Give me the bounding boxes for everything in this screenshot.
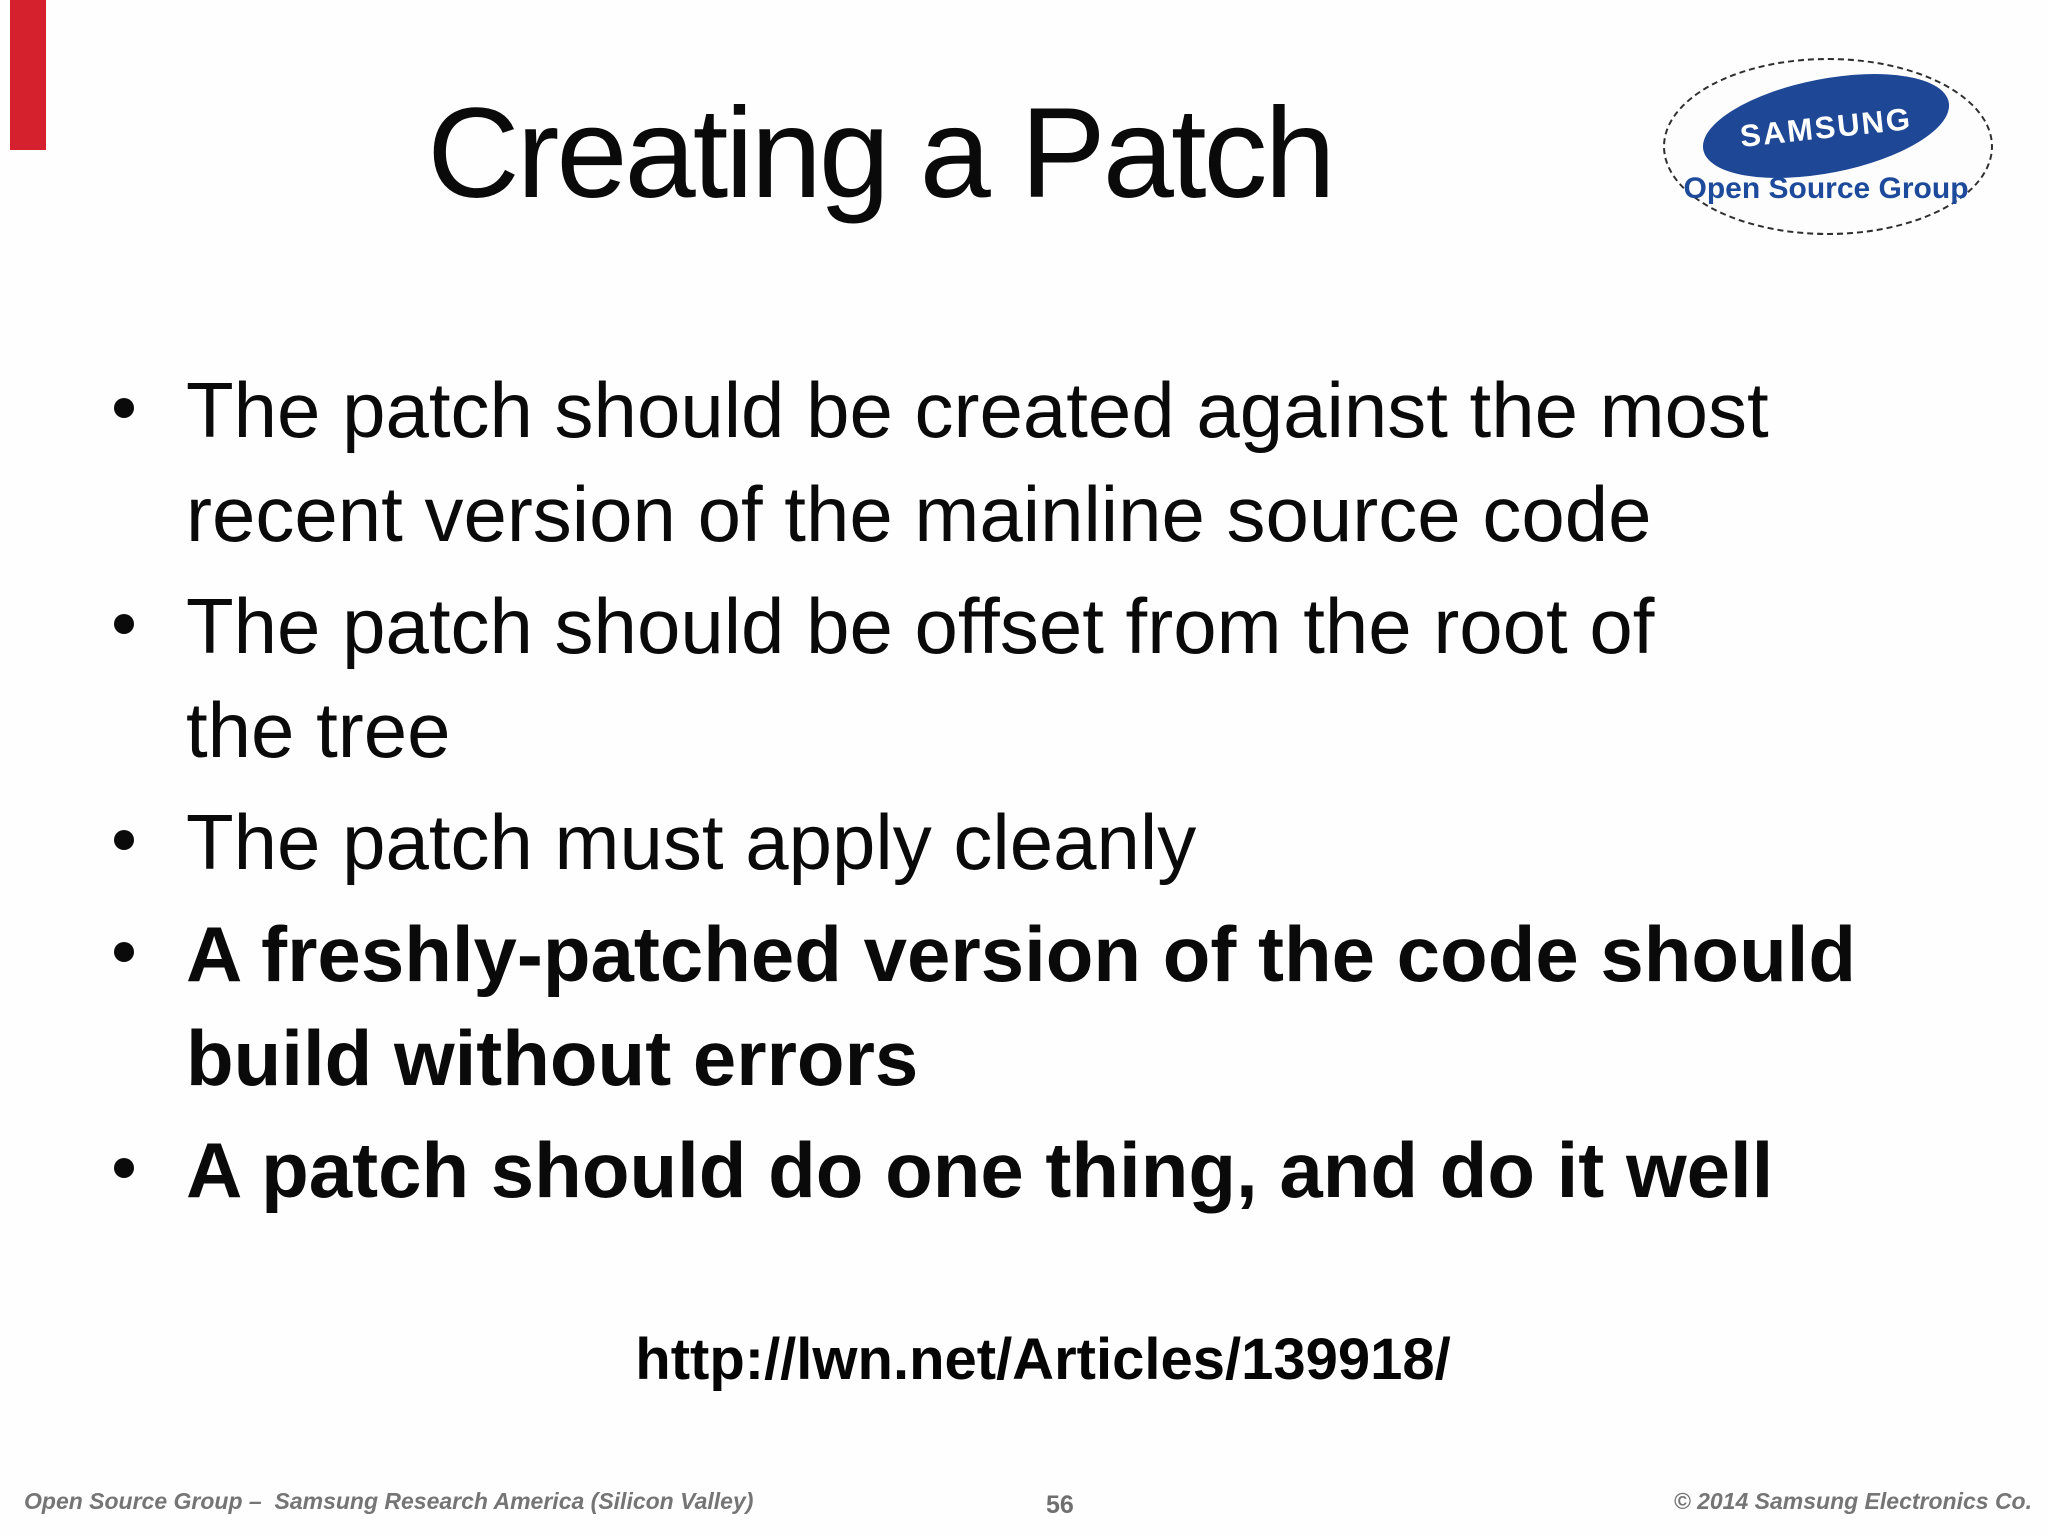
slide-title: Creating a Patch — [427, 82, 1335, 225]
samsung-osg-logo: SAMSUNG Open Source Group — [1663, 56, 1993, 235]
scroll-progress-indicator — [10, 0, 46, 150]
footer-copyright: © 2014 Samsung Electronics Co. — [1673, 1488, 2032, 1514]
bullet-list: The patch should be created against the … — [112, 358, 1932, 1230]
bullet-text: The patch must apply cleanly — [186, 798, 1197, 886]
bullet-text: The patch should be created against the … — [186, 366, 1769, 558]
bullet-text: A patch should do one thing, and do it w… — [186, 1126, 1774, 1214]
bullet-text: The patch should be offset from the root… — [186, 582, 1655, 774]
bullet-item: A patch should do one thing, and do it w… — [112, 1118, 1932, 1222]
slide-page-number: 56 — [1046, 1491, 1074, 1519]
logo-subtitle: Open Source Group — [1683, 172, 1969, 205]
bullet-item: A freshly-patched version of the code sh… — [112, 902, 1932, 1110]
bullet-item: The patch should be offset from the root… — [112, 574, 1932, 782]
bullet-item: The patch must apply cleanly — [112, 790, 1932, 894]
bullet-item: The patch should be created against the … — [112, 358, 1932, 566]
bullet-text: A freshly-patched version of the code sh… — [186, 910, 1857, 1102]
footer-organization: Open Source Group – Samsung Research Ame… — [24, 1488, 754, 1514]
reference-url[interactable]: http://lwn.net/Articles/139918/ — [635, 1327, 1451, 1392]
